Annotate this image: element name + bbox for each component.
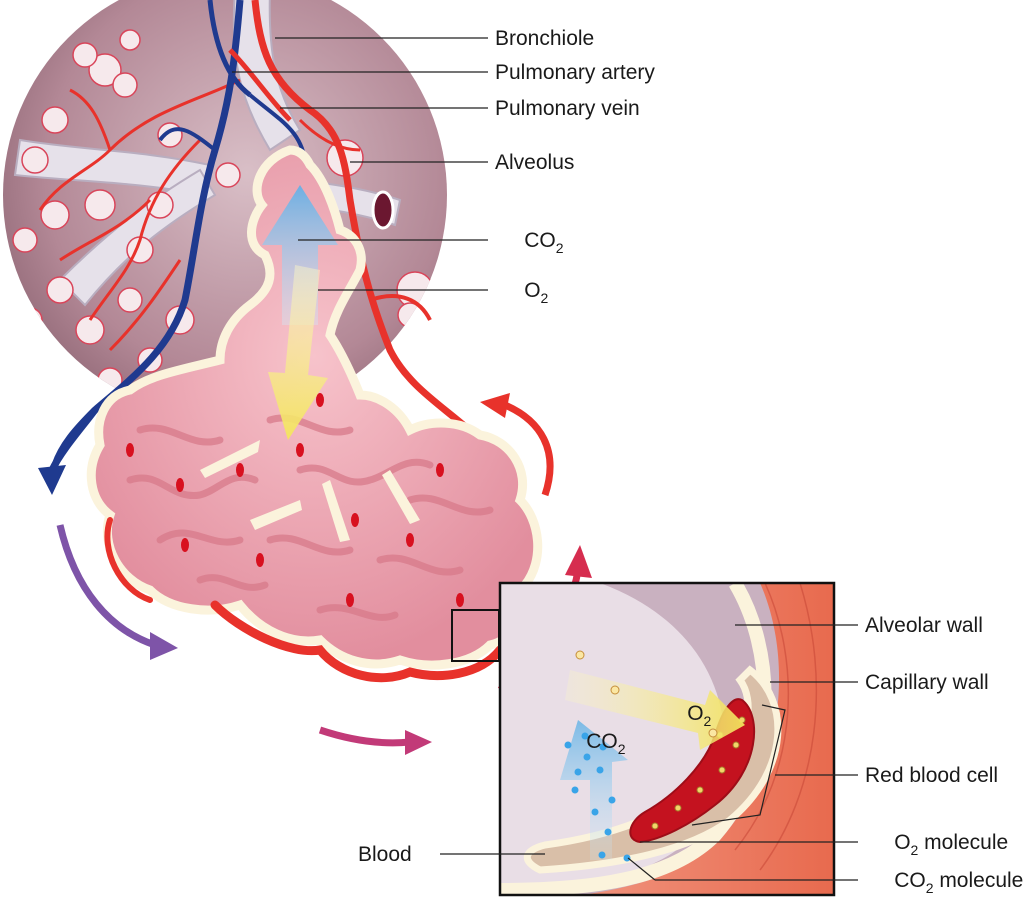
label-o2: O xyxy=(524,279,540,302)
label-co2-molecule: CO xyxy=(894,869,926,892)
svg-text:O2 molecule: O2 molecule xyxy=(865,831,1026,858)
label-o2-molecule-post: molecule xyxy=(918,831,1008,854)
inset-o2-label: O xyxy=(687,702,703,725)
inset-o2-sub: 2 xyxy=(704,713,712,729)
label-alveolus: Alveolus xyxy=(495,151,574,174)
label-co2-molecule-post: molecule xyxy=(933,869,1023,892)
svg-text:CO2 molecule: CO2 molecule xyxy=(865,869,1034,896)
leader-lines xyxy=(232,37,858,881)
alveolar-sac xyxy=(86,145,543,683)
label-capillary-wall: Capillary wall xyxy=(865,671,989,694)
label-co2: CO xyxy=(524,229,556,252)
svg-text:O2: O2 xyxy=(658,702,729,731)
inset-co2-sub: 2 xyxy=(618,741,626,757)
label-co2-molecule-sub: 2 xyxy=(926,880,934,896)
svg-text:CO2: CO2 xyxy=(557,730,643,759)
label-bronchiole: Bronchiole xyxy=(495,27,594,50)
label-o2-sub: 2 xyxy=(541,290,549,306)
label-o2-molecule: O xyxy=(894,831,910,854)
label-blood: Blood xyxy=(358,843,412,866)
svg-text:O2: O2 xyxy=(495,279,566,308)
label-pulmonary-vein: Pulmonary vein xyxy=(495,97,640,120)
o2-arrow xyxy=(268,265,328,440)
label-o2-molecule-sub: 2 xyxy=(911,842,919,858)
label-co2-sub: 2 xyxy=(556,240,564,256)
label-red-blood-cell: Red blood cell xyxy=(865,764,998,787)
label-alveolar-wall: Alveolar wall xyxy=(865,614,983,637)
co2-arrow xyxy=(262,185,338,325)
svg-text:CO2: CO2 xyxy=(495,229,581,258)
label-pulmonary-artery: Pulmonary artery xyxy=(495,61,655,84)
inset-co2-label: CO xyxy=(586,730,618,753)
inset-panel xyxy=(498,581,836,897)
